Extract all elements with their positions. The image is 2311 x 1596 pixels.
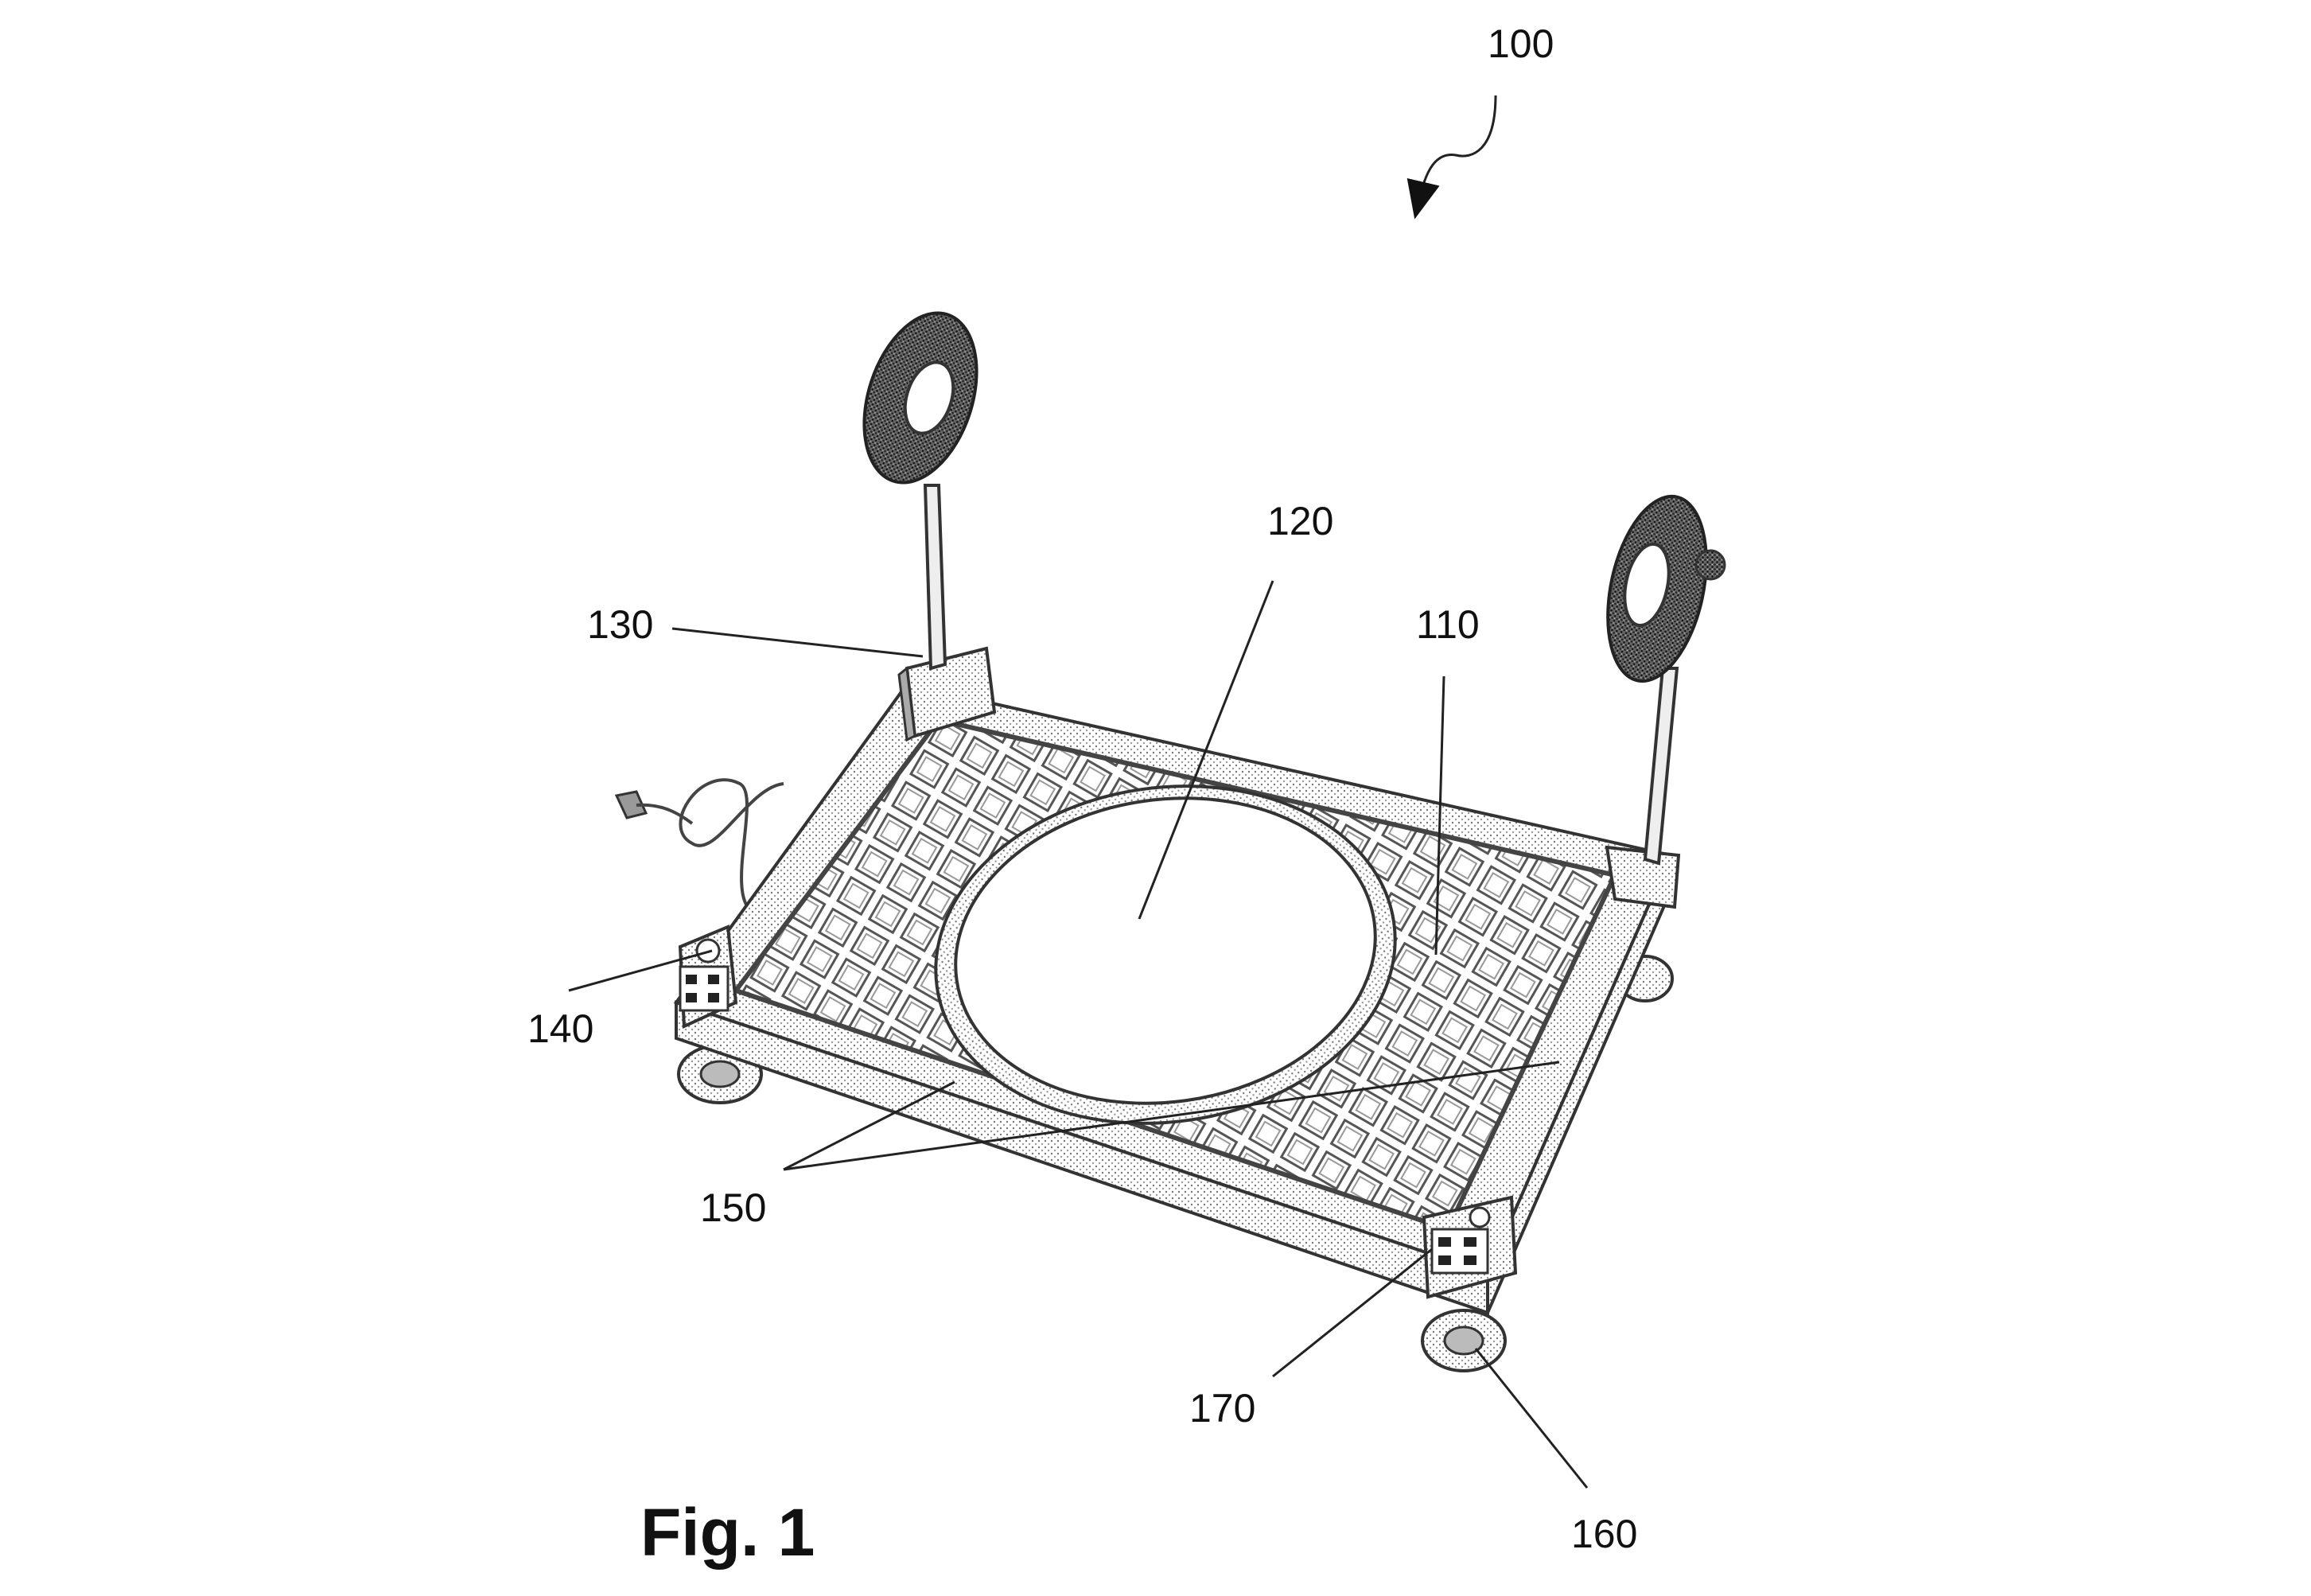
power-plug (614, 790, 648, 819)
leader-130 (671, 627, 924, 658)
leader-170 (1272, 1248, 1433, 1378)
apparatus-drawing (614, 311, 1726, 1372)
corner-block-back-right (1605, 845, 1681, 909)
figure-caption: Fig. 1 (640, 1495, 815, 1570)
label-170: 170 (1189, 1386, 1255, 1431)
inner-rail-right (1445, 874, 1617, 1231)
label-110: 110 (1416, 602, 1480, 647)
leader-150a (783, 1080, 955, 1171)
label-100: 100 (1488, 21, 1554, 66)
outlet-left (679, 965, 729, 1012)
leader-140 (568, 949, 713, 992)
leader-120 (1138, 580, 1274, 920)
post-left (923, 484, 947, 671)
light-left (862, 311, 978, 485)
leader-160 (1474, 1348, 1589, 1489)
leader-100 (1406, 95, 1497, 220)
leader-150b (783, 1061, 1560, 1171)
label-140: 140 (527, 1006, 593, 1051)
caster-front-right (1421, 1309, 1507, 1372)
light-right (1606, 494, 1726, 683)
inner-rail-back (938, 718, 1616, 878)
reference-labels: 100 120 130 110 140 150 170 160 (527, 21, 1637, 1556)
label-160: 160 (1571, 1512, 1637, 1556)
corner-block-back-left (897, 646, 997, 742)
post-right (1643, 667, 1679, 866)
center-pad (934, 784, 1397, 1125)
leader-110 (1434, 675, 1445, 956)
inner-rail-left (733, 718, 941, 992)
outlet-right (1430, 1228, 1489, 1275)
label-130: 130 (587, 602, 653, 647)
leader-lines (568, 95, 1589, 1489)
label-150: 150 (700, 1185, 766, 1230)
label-120: 120 (1267, 499, 1333, 543)
